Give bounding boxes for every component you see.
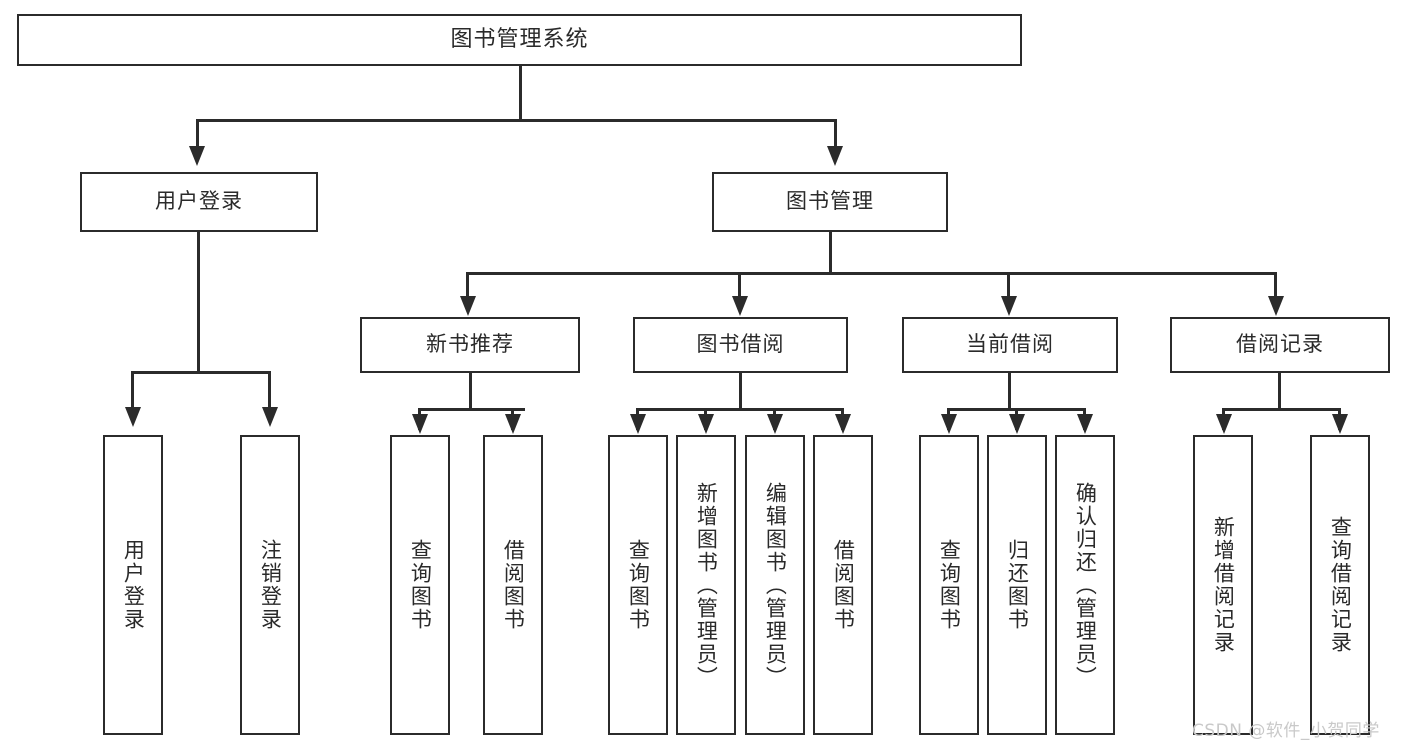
connector-root-bus: [196, 119, 837, 122]
leaf-cb-return-book[interactable]: 归还图书: [987, 435, 1047, 735]
connector-user-login-bus: [131, 371, 271, 374]
node-user-login[interactable]: 用户登录: [80, 172, 318, 232]
node-root-book-management-system[interactable]: 图书管理系统: [17, 14, 1022, 66]
arrow-to-user-login: [189, 146, 205, 166]
arrow-to-cb-leaf-1: [941, 414, 957, 434]
arrow-to-bb-leaf-4: [835, 414, 851, 434]
leaf-user-login[interactable]: 用户登录: [103, 435, 163, 735]
leaf-bb-add-book-admin[interactable]: 新增图书（管理员）: [676, 435, 736, 735]
arrow-to-br-leaf-1: [1216, 414, 1232, 434]
connector-root-drop-right: [834, 119, 837, 147]
connector-bm-drop-3: [1007, 272, 1010, 297]
node-book-management[interactable]: 图书管理: [712, 172, 948, 232]
leaf-br-query-record[interactable]: 查询借阅记录: [1310, 435, 1370, 735]
connector-user-login-drop-2: [268, 371, 271, 408]
connector-bm-drop-4: [1274, 272, 1277, 297]
connector-book-management-bus: [466, 272, 1277, 275]
leaf-bb-borrow-book[interactable]: 借阅图书: [813, 435, 873, 735]
connector-user-login-stem: [197, 232, 200, 373]
arrow-to-leaf-logout-login: [262, 407, 278, 427]
arrow-to-new-book-recommend: [460, 296, 476, 316]
arrow-to-book-borrow: [732, 296, 748, 316]
arrow-to-bb-leaf-2: [698, 414, 714, 434]
connector-cb-stem: [1008, 373, 1011, 411]
connector-bb-stem: [739, 373, 742, 411]
leaf-bb-edit-book-admin[interactable]: 编辑图书（管理员）: [745, 435, 805, 735]
node-current-borrow[interactable]: 当前借阅: [902, 317, 1118, 373]
arrow-to-current-borrow: [1001, 296, 1017, 316]
leaf-label: 新增图书（管理员）: [694, 481, 719, 689]
connector-book-management-stem: [829, 232, 832, 274]
leaf-bb-query-book[interactable]: 查询图书: [608, 435, 668, 735]
connector-bb-bus: [636, 408, 843, 411]
connector-bm-drop-2: [738, 272, 741, 297]
leaf-label: 用户登录: [121, 539, 146, 631]
arrow-to-book-management: [827, 146, 843, 166]
leaf-label: 借阅图书: [831, 539, 856, 631]
leaf-logout-login[interactable]: 注销登录: [240, 435, 300, 735]
leaf-label: 查询图书: [937, 539, 962, 631]
leaf-label: 借阅图书: [501, 539, 526, 631]
node-book-borrow[interactable]: 图书借阅: [633, 317, 848, 373]
leaf-cb-query-book[interactable]: 查询图书: [919, 435, 979, 735]
node-new-book-recommend[interactable]: 新书推荐: [360, 317, 580, 373]
leaf-label: 查询借阅记录: [1328, 516, 1353, 654]
connector-br-stem: [1278, 373, 1281, 411]
arrow-to-cb-leaf-3: [1077, 414, 1093, 434]
arrow-to-leaf-user-login: [125, 407, 141, 427]
connector-user-login-drop-1: [131, 371, 134, 408]
leaf-label: 查询图书: [408, 539, 433, 631]
arrow-to-bb-leaf-1: [630, 414, 646, 434]
arrow-to-br-leaf-2: [1332, 414, 1348, 434]
leaf-br-add-record[interactable]: 新增借阅记录: [1193, 435, 1253, 735]
connector-bm-drop-1: [466, 272, 469, 297]
leaf-nbr-query-book[interactable]: 查询图书: [390, 435, 450, 735]
connector-nbr-bus: [418, 408, 525, 411]
arrow-to-nbr-leaf-1: [412, 414, 428, 434]
csdn-watermark: CSDN @软件_小贺同学: [1192, 721, 1380, 741]
arrow-to-borrow-record: [1268, 296, 1284, 316]
leaf-label: 编辑图书（管理员）: [763, 481, 788, 689]
connector-br-bus: [1222, 408, 1341, 411]
connector-root-stem: [519, 66, 522, 120]
arrow-to-cb-leaf-2: [1009, 414, 1025, 434]
leaf-label: 注销登录: [258, 539, 283, 631]
arrow-to-nbr-leaf-2: [505, 414, 521, 434]
leaf-label: 归还图书: [1005, 539, 1030, 631]
leaf-cb-confirm-return-admin[interactable]: 确认归还（管理员）: [1055, 435, 1115, 735]
leaf-label: 新增借阅记录: [1211, 516, 1236, 654]
connector-root-drop-left: [196, 119, 199, 147]
leaf-label: 确认归还（管理员）: [1073, 481, 1098, 689]
connector-nbr-stem: [469, 373, 472, 411]
arrow-to-bb-leaf-3: [767, 414, 783, 434]
node-borrow-record[interactable]: 借阅记录: [1170, 317, 1390, 373]
leaf-nbr-borrow-book[interactable]: 借阅图书: [483, 435, 543, 735]
leaf-label: 查询图书: [626, 539, 651, 631]
